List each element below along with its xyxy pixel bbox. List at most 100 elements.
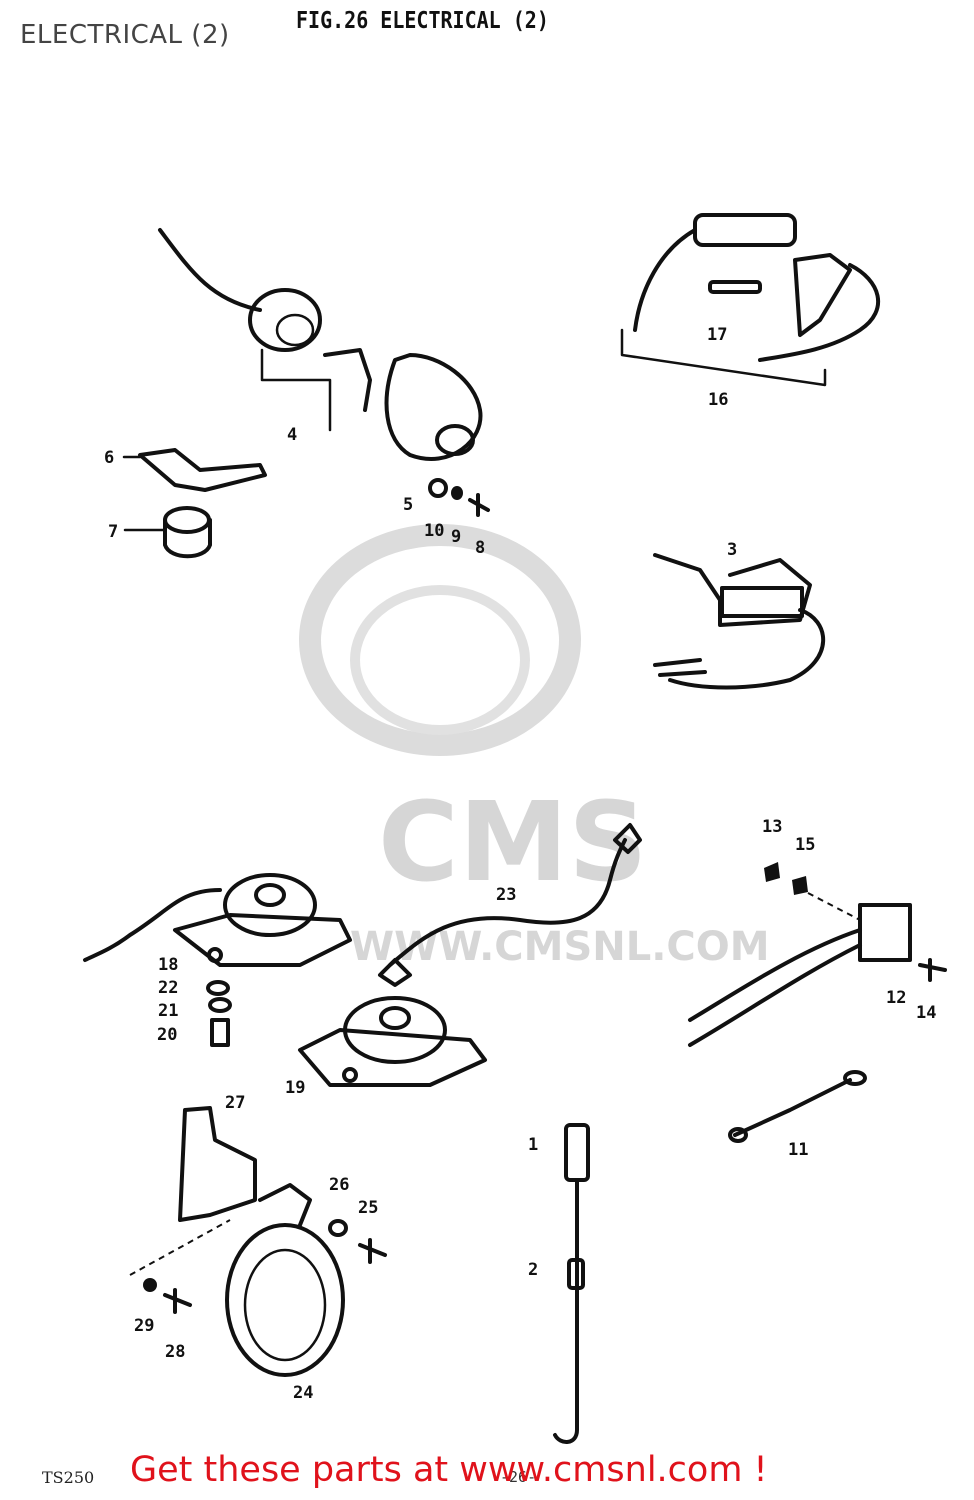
part-lever [122, 448, 267, 492]
part-number-19: 19 [285, 1078, 305, 1098]
horn-19-bolt-hole [342, 1067, 358, 1083]
switch-1-body [564, 1123, 590, 1182]
part-number-14: 14 [916, 1003, 936, 1023]
part-number-21: 21 [158, 1001, 178, 1021]
bracket-line-4 [260, 348, 332, 432]
part-number-10: 10 [424, 521, 444, 541]
relay-wire-right [758, 263, 880, 362]
part-number-5: 5 [403, 495, 413, 515]
hardware-8-9-10 [428, 478, 490, 517]
part-number-4: 4 [287, 425, 297, 445]
part-horn-18 [83, 873, 352, 967]
horn-24-face [243, 1248, 327, 1362]
switch-1-cable [553, 1178, 579, 1444]
part-rectifier [653, 553, 826, 690]
page-title: ELECTRICAL (2) [20, 20, 230, 50]
lever-body [138, 448, 267, 492]
part-number-28: 28 [165, 1342, 185, 1362]
bracket-27 [178, 1106, 257, 1222]
harness-connector-b [613, 823, 642, 854]
harness-connector-a [378, 958, 412, 987]
switch-cable [158, 228, 262, 312]
nut-13 [764, 862, 780, 882]
part-flasher-relay [620, 213, 880, 387]
part-number-23: 23 [496, 885, 516, 905]
horn-18-center [254, 883, 286, 907]
assembly-line-15 [807, 892, 861, 921]
washer-22 [206, 980, 230, 996]
washer-21 [208, 997, 232, 1013]
part-number-3: 3 [727, 540, 737, 560]
part-number-9: 9 [451, 527, 461, 547]
horn-24-body [225, 1223, 345, 1377]
part-number-16: 16 [708, 390, 728, 410]
screw-14 [918, 958, 947, 982]
part-horn-24 [129, 1106, 387, 1377]
block-12-body [858, 903, 912, 962]
relay-wire-left [633, 228, 697, 332]
horn-24-mount [258, 1183, 312, 1227]
part-horn-19 [298, 996, 487, 1087]
part-number-22: 22 [158, 978, 178, 998]
rectifier-bracket [653, 553, 812, 627]
part-number-8: 8 [475, 538, 485, 558]
cap-opening [435, 424, 475, 456]
part-ground-wire [728, 1070, 867, 1143]
washer-10 [428, 478, 448, 498]
part-connector-block [688, 862, 947, 1047]
page-number: -26- [500, 1468, 537, 1486]
horn-18-base [173, 913, 352, 967]
part-number-labels: 1 2 3 4 5 6 7 8 9 10 11 12 13 14 15 16 1… [104, 325, 936, 1403]
part-number-11: 11 [788, 1140, 808, 1160]
part-number-15: 15 [795, 835, 815, 855]
horn-18-bolt-hole [207, 947, 223, 963]
ground-wire [733, 1078, 852, 1137]
part-number-12: 12 [886, 988, 906, 1008]
bracket-line-16 [620, 328, 827, 387]
horn-19-center [379, 1006, 411, 1030]
watermark-head-outline [299, 524, 581, 756]
figure-title: FIG.26 ELECTRICAL (2) [296, 6, 549, 34]
part-number-24: 24 [293, 1383, 313, 1403]
block-12-wire-b [688, 943, 862, 1047]
horn-18-wire [83, 888, 222, 962]
bolt-28 [163, 1288, 192, 1314]
switch-key [323, 348, 372, 412]
part-number-27: 27 [225, 1093, 245, 1113]
switch-body [248, 288, 322, 352]
part-stop-switch [553, 1123, 590, 1444]
washer-26 [328, 1219, 348, 1237]
rectifier-terminals [653, 658, 707, 677]
switch-face [275, 313, 315, 347]
part-number-1: 1 [528, 1135, 538, 1155]
harness-wire [388, 838, 627, 967]
watermark-face-outline [350, 585, 530, 735]
grommet-body [163, 518, 212, 559]
hardware-20-21-22 [206, 980, 232, 1047]
ground-terminal-a [843, 1070, 867, 1086]
horn-19-base [298, 1028, 487, 1087]
cms-watermark: CMS WWW.CMSNL.COM [299, 524, 770, 970]
sleeve-2 [567, 1258, 585, 1290]
part-number-20: 20 [157, 1025, 177, 1045]
ground-terminal-b [728, 1127, 748, 1143]
watermark-brand: CMS [378, 778, 647, 906]
promo-link[interactable]: Get these parts at www.cmsnl.com ! [130, 1450, 768, 1490]
relay-body [693, 213, 797, 247]
part-number-25: 25 [358, 1198, 378, 1218]
washer-29 [143, 1278, 157, 1292]
cap-body [384, 353, 483, 461]
part-number-2: 2 [528, 1260, 538, 1280]
block-12-wire-a [688, 928, 862, 1022]
part-number-7: 7 [108, 522, 118, 542]
part-wire-harness [378, 823, 642, 987]
horn-18-dome [223, 873, 317, 937]
relay-clip [708, 280, 762, 294]
part-number-29: 29 [134, 1316, 154, 1336]
part-number-26: 26 [329, 1175, 349, 1195]
bolt-20 [210, 1018, 230, 1047]
part-number-17: 17 [707, 325, 727, 345]
nut-15 [792, 876, 808, 895]
